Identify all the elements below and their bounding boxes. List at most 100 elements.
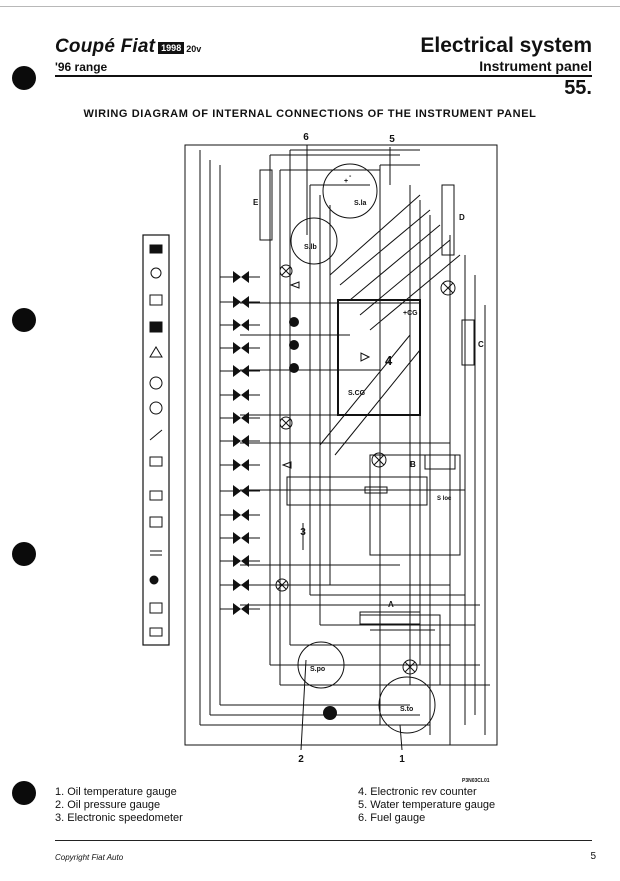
gauge-fuel [290,217,338,265]
binder-hole [12,308,36,332]
brand-title: Coupé Fiat [55,36,156,57]
copyright: Copyright Fiat Auto [55,853,124,862]
connector-e-label: E [253,198,259,207]
connector-e [259,169,273,241]
led [289,363,299,373]
connector-c [461,319,475,366]
indicator-diode [233,435,249,447]
indicator-diode [233,532,249,544]
gauge-water-temp [322,163,378,219]
section-title: Electrical system [420,34,592,57]
binder-hole [12,66,36,90]
warning-symbol-icon [149,376,163,390]
indicator-diode [233,485,249,497]
module-scg-label: S.CG [348,390,366,397]
warning-symbol-icon [149,321,163,333]
page-number: 5 [590,851,596,862]
gauge-spo-label: S.po [310,666,325,673]
connector-a-label: A [388,600,394,609]
lamp [440,280,456,296]
indicator-diode [233,342,249,354]
minus-label: - [349,173,352,180]
footer-rule [55,840,592,841]
connector-d-label: D [459,213,465,222]
gauge-sto-label: S.to [400,706,413,713]
legend-right: 4. Electronic rev counter 5. Water tempe… [358,786,495,825]
binder-hole [12,781,36,805]
warning-symbol-icon [149,401,163,415]
warning-symbol-icon [150,267,162,279]
wiring-diagram: 6 5 3 2 1 E D C B A S.la S.lb S.po S.to … [142,132,498,765]
connector-b-label: B [410,460,416,469]
indicator-diode [233,389,249,401]
warning-symbol-icon [149,294,163,306]
plus-label: + [344,178,348,185]
indicator-diode [233,271,249,283]
indicator-diode [233,603,249,615]
range-label: '96 range [55,60,108,74]
speedometer-box [286,476,428,506]
header-rule [55,75,592,77]
warning-symbol-icon [149,602,163,614]
legend-item: 2. Oil pressure gauge [55,799,161,811]
top-rule [0,6,620,7]
led [289,317,299,327]
gauge-slb-label: S.lb [304,244,317,251]
warning-symbol-icon [149,490,163,501]
connector-a [359,611,421,625]
callout-5: 5 [389,134,395,145]
legend-item: 6. Fuel gauge [358,812,426,824]
legend-item: 1. Oil temperature gauge [55,786,177,798]
loc-label: S loc [437,496,452,502]
warning-symbol-icon [149,575,159,585]
section-number: 55. [564,77,592,99]
lamp [279,416,293,430]
engine-label: 20v [186,44,202,54]
rev-counter-module [337,299,421,416]
led [323,706,337,720]
diagram-code: P3N03CL01 [462,778,490,784]
warning-symbol-icon [149,244,163,254]
warning-symbol-icon [149,456,163,467]
callout-2: 2 [298,754,304,765]
connector-c-label: C [478,340,484,349]
indicator-diode [233,555,249,567]
lamp [279,264,293,278]
harness-outline [184,144,498,746]
header-right: Electrical system Instrument panel [420,34,592,74]
indicator-diode [233,579,249,591]
module-number: 4 [385,353,393,368]
callout-6: 6 [303,132,309,143]
binder-hole [12,542,36,566]
indicator-diode [233,509,249,521]
lamp [402,659,418,675]
indicator-diode [233,412,249,424]
warning-symbol-icon [149,627,163,637]
gauge-sla-label: S.la [354,200,367,207]
legend-item: 5. Water temperature gauge [358,799,496,811]
warning-symbol-icon [149,429,163,441]
model-badge: 1998 [158,41,185,54]
speedometer-element [364,486,388,494]
module-cg-label: +CG [403,310,418,317]
lamp [371,452,387,468]
subsection-title: Instrument panel [479,58,592,74]
connector-b [424,454,456,470]
symbol-strip [142,234,170,646]
callout-3: 3 [300,527,306,538]
callout-1: 1 [399,754,405,765]
indicator-diode [233,296,249,308]
warning-symbol-icon [149,346,163,358]
indicator-diode [233,459,249,471]
gauge-oil-temp [378,676,436,734]
legend-item: 3. Electronic speedometer [55,812,183,824]
warning-symbol-icon [149,516,163,528]
indicator-diode [233,319,249,331]
legend-item: 4. Electronic rev counter [358,786,477,798]
connector-d [441,184,455,256]
gauge-oil-pressure [297,641,345,689]
indicator-diode [233,365,249,377]
warning-symbol-icon [150,550,162,556]
diagram-title: WIRING DIAGRAM OF INTERNAL CONNECTIONS O… [83,108,537,120]
